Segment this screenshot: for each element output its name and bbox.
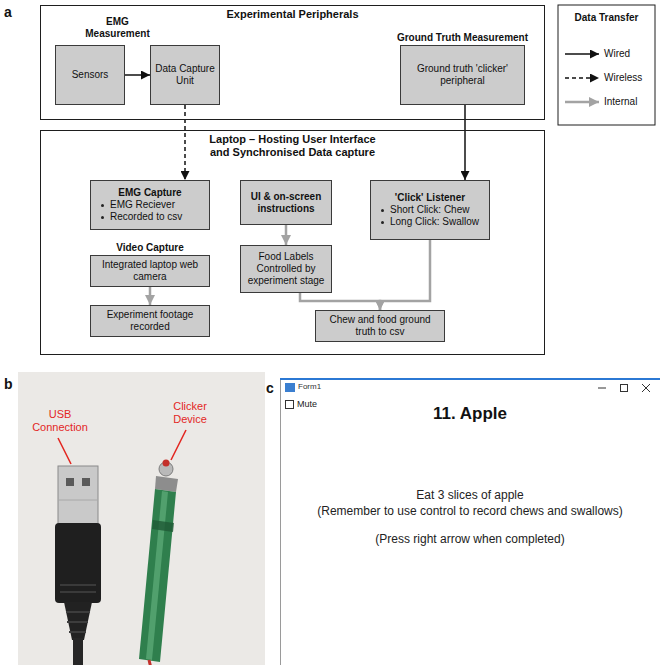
connector-arrow [184, 105, 186, 180]
group-heading: Video Capture [61, 242, 239, 254]
process-box: EMG CaptureEMG RecieverRecorded to csv [90, 180, 210, 230]
box-heading: 'Click' Listener [395, 192, 465, 204]
process-box: 'Click' ListenerShort Click: ChewLong Cl… [370, 180, 490, 240]
box-text: Experiment footage recorded [95, 309, 205, 333]
box-text: Data Capture Unit [155, 63, 215, 87]
legend-sample [565, 101, 599, 104]
process-box: Ground Truth MeasurementGround truth 'cl… [400, 45, 525, 105]
box-heading: UI & on-screen instructions [245, 191, 327, 215]
screen-heading: 11. Apple [280, 404, 660, 424]
screen-instruction: (Press right arrow when completed) [280, 532, 660, 546]
group-title: Laptop – Hosting User Interface and Sync… [203, 133, 383, 159]
box-text: Food Labels Controlled by experiment sta… [245, 251, 327, 287]
legend-sample [565, 77, 599, 79]
process-box: Video CaptureIntegrated laptop web camer… [90, 255, 210, 287]
box-text: Ground truth 'clicker' peripheral [405, 63, 520, 87]
process-box: Sensors [55, 45, 125, 105]
connector-arrow [125, 74, 150, 76]
process-box: Food Labels Controlled by experiment sta… [240, 245, 332, 293]
panel-letter: c [266, 380, 274, 396]
checkbox-label: Mute [297, 399, 317, 410]
legend-text: Internal [604, 96, 637, 108]
bullet-item: EMG Reciever [95, 199, 205, 211]
connector-arrow [464, 105, 466, 180]
bullet-text: Recorded to csv [110, 211, 182, 223]
app-window [280, 379, 660, 665]
laptop-group: Laptop – Hosting User Interface and Sync… [40, 130, 545, 355]
panel-letter: a [4, 4, 12, 20]
group-heading: EMG Measurement [80, 16, 155, 40]
process-box: Data Capture Unit [150, 45, 220, 105]
box-text: Integrated laptop web camera [95, 259, 205, 283]
connector-arrow [285, 225, 288, 245]
connector-arrow [300, 293, 380, 310]
panel-letter: b [4, 376, 13, 392]
process-box: Chew and food ground truth to csv [315, 310, 445, 342]
connector-arrow [149, 287, 152, 305]
box-heading: EMG Capture [118, 187, 181, 199]
window-title: Form1 [298, 382, 321, 392]
legend-sample [565, 53, 599, 55]
process-box: UI & on-screen instructions [240, 180, 332, 225]
device-photo [18, 372, 265, 665]
bullet-dot [381, 209, 384, 212]
group-heading: Ground Truth Measurement [371, 32, 554, 44]
process-box: Experiment footage recorded [90, 305, 210, 337]
callout-label: Clicker Device [158, 400, 222, 426]
legend-box [558, 5, 655, 125]
bullet-item: Long Click: Swallow [375, 216, 485, 228]
bullet-text: EMG Reciever [110, 199, 175, 211]
bullet-item: Recorded to csv [95, 211, 205, 223]
legend-text: Wireless [604, 72, 642, 84]
screen-instruction: (Remember to use control to record chews… [280, 504, 660, 518]
bullet-text: Long Click: Swallow [390, 216, 479, 228]
bullet-dot [381, 221, 384, 224]
callout-label: USB Connection [28, 408, 92, 434]
connector-arrow [380, 240, 430, 310]
box-text: Sensors [72, 69, 109, 81]
screen-instruction: Eat 3 slices of apple [280, 488, 660, 502]
legend-title: Data Transfer [558, 12, 655, 24]
box-text: Chew and food ground truth to csv [320, 314, 440, 338]
bullet-text: Short Click: Chew [390, 204, 469, 216]
bullet-dot [101, 204, 104, 207]
bullet-dot [101, 216, 104, 219]
legend-text: Wired [604, 48, 630, 60]
bullet-item: Short Click: Chew [375, 204, 485, 216]
